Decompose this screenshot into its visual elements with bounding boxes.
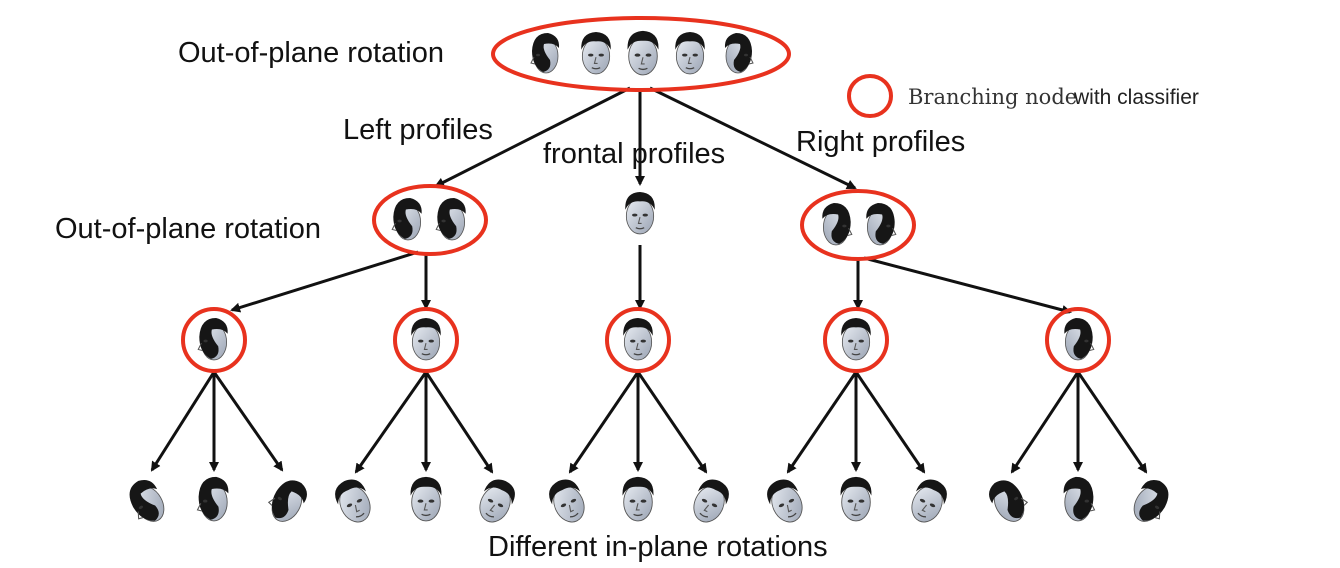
- face-icon: [761, 473, 810, 529]
- legend: Branching node with classifier: [847, 74, 1199, 118]
- face-icon: [866, 203, 895, 245]
- right-profiles-label: Right profiles: [796, 126, 965, 158]
- root-branching-node: [491, 16, 791, 92]
- right-profiles-node: [800, 189, 916, 261]
- edge-right-rr: [863, 256, 1072, 315]
- edge-left-ll: [230, 250, 419, 313]
- face-icon: [984, 474, 1033, 528]
- face-icon: [626, 30, 660, 76]
- face-icon: [839, 476, 873, 522]
- top-out-of-plane-label: Out-of-plane rotation: [178, 37, 444, 69]
- face-icon: [674, 31, 706, 75]
- face-icon: [622, 317, 654, 361]
- face-icon: [435, 197, 467, 241]
- left-out-of-plane-label: Out-of-plane rotation: [55, 213, 321, 245]
- level3-nodes: [181, 307, 1111, 373]
- face-icon: [686, 473, 735, 529]
- left-profiles-node: [372, 184, 488, 256]
- face-icon: [196, 476, 229, 522]
- edge-root-right: [649, 86, 857, 190]
- face-icon: [1064, 318, 1093, 360]
- leaf-faces: [121, 473, 1176, 529]
- tree-edges: [150, 86, 1148, 474]
- face-icon: [409, 476, 443, 522]
- face-icon: [840, 317, 872, 361]
- face-icon: [391, 197, 423, 241]
- branching-node-legend-symbol: [847, 74, 893, 118]
- face-icon: [624, 191, 656, 235]
- face-icon: [121, 474, 172, 529]
- left-profiles-label: Left profiles: [343, 114, 493, 146]
- legend-branching-node-text: Branching node: [908, 85, 1077, 109]
- face-icon: [725, 33, 753, 73]
- face-icon: [262, 473, 313, 528]
- face-icon: [472, 473, 521, 529]
- face-icon: [410, 317, 442, 361]
- edge-root-left: [434, 86, 631, 188]
- face-icon: [822, 203, 851, 245]
- face-icon: [329, 473, 378, 529]
- in-plane-rotations-label: Different in-plane rotations: [488, 531, 828, 563]
- face-icon: [197, 317, 229, 361]
- face-icon: [904, 473, 953, 529]
- face-icon: [530, 32, 560, 74]
- legend-classifier-text: with classifier: [1073, 86, 1199, 109]
- frontal-profiles-label: frontal profiles: [543, 138, 725, 170]
- face-icon: [1064, 477, 1095, 521]
- face-icon: [580, 31, 612, 75]
- face-icon: [1127, 475, 1176, 529]
- frontal-profiles-node: [624, 191, 656, 235]
- face-icon: [621, 476, 655, 522]
- face-icon: [543, 473, 592, 529]
